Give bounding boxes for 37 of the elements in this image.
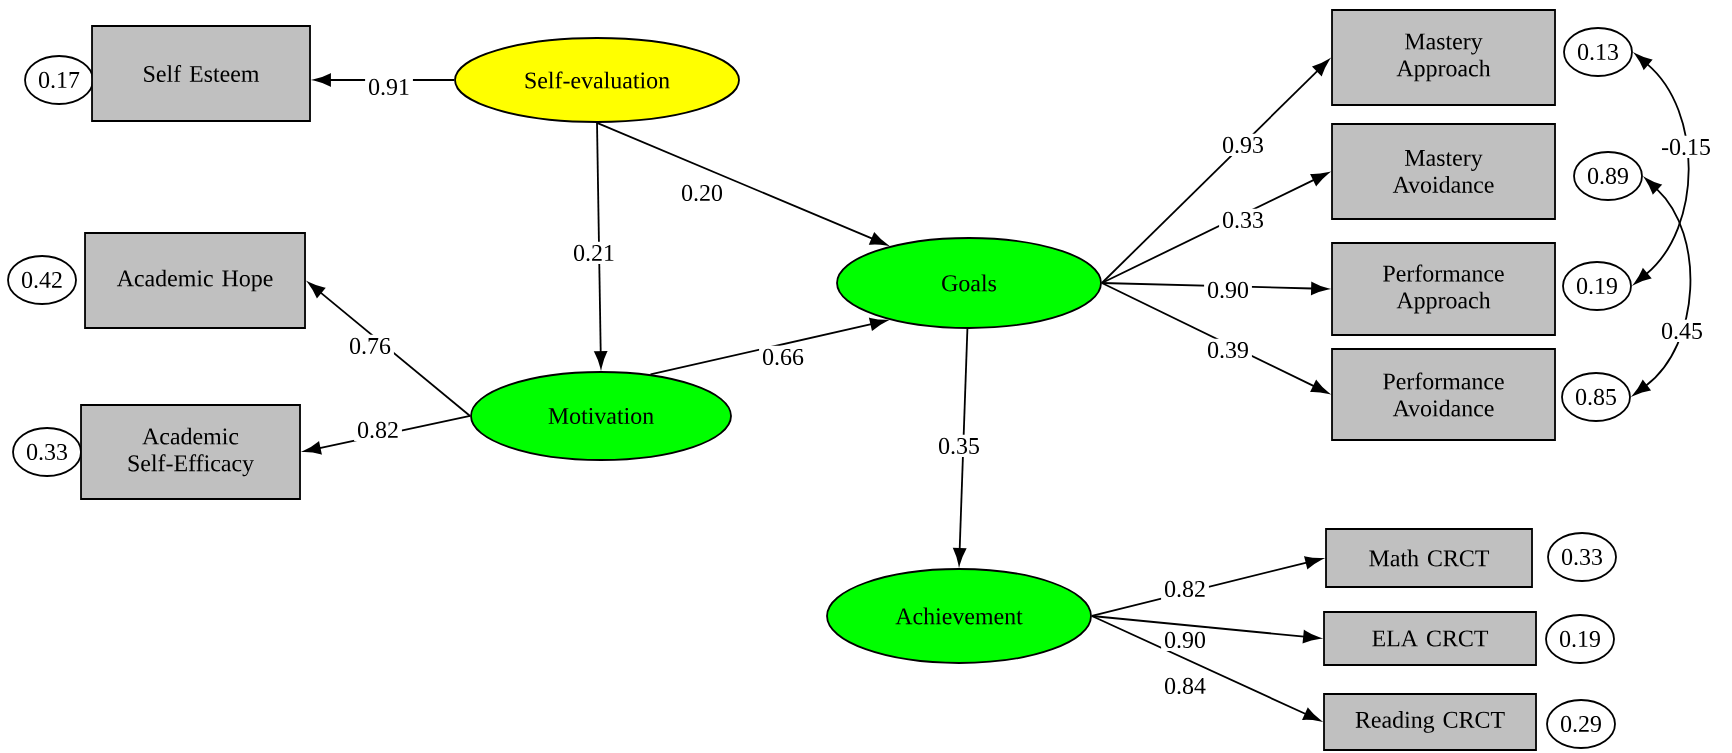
variable-box: Mastery Approach xyxy=(1331,9,1556,106)
edge-label: 0.21 xyxy=(570,241,618,265)
variable-box: Performance Avoidance xyxy=(1331,348,1556,441)
path-arrow xyxy=(594,122,608,369)
path-arrow xyxy=(1091,615,1321,643)
covariance-arrow xyxy=(1633,177,1692,396)
edge-label: 0.66 xyxy=(759,345,807,369)
edge-label: 0.35 xyxy=(935,434,983,458)
path-arrow xyxy=(596,122,888,246)
path-arrow xyxy=(308,282,471,417)
variable-box: Performance Approach xyxy=(1331,242,1556,336)
variable-box: Reading CRCT xyxy=(1323,693,1537,751)
edge-label: 0.39 xyxy=(1204,338,1252,362)
edge-label: 0.91 xyxy=(365,75,413,99)
edge-label: 0.20 xyxy=(678,181,726,205)
variable-box: Academic Self-Efficacy xyxy=(80,404,301,500)
edge-label: 0.93 xyxy=(1219,133,1267,157)
variable-box: ELA CRCT xyxy=(1323,611,1537,666)
edge-label: 0.84 xyxy=(1161,674,1209,698)
path-arrow xyxy=(649,317,887,376)
variable-box: Mastery Avoidance xyxy=(1331,123,1556,220)
path-arrow xyxy=(1101,172,1329,284)
path-arrow xyxy=(953,328,969,566)
edge-label: 0.90 xyxy=(1204,278,1252,302)
edge-label: 0.45 xyxy=(1658,319,1706,343)
path-arrow xyxy=(1101,59,1330,284)
edge-label: 0.33 xyxy=(1219,208,1267,232)
path-arrow xyxy=(1091,615,1321,722)
edge-label: -0.15 xyxy=(1658,135,1714,159)
edge-label: 0.90 xyxy=(1161,628,1209,652)
variable-box: Academic Hope xyxy=(84,232,306,329)
edge-label: 0.82 xyxy=(354,418,402,442)
covariance-arrow xyxy=(1634,53,1690,285)
variable-box: Self Esteem xyxy=(91,25,311,122)
edge-label: 0.82 xyxy=(1161,577,1209,601)
variable-box: Math CRCT xyxy=(1325,528,1533,588)
edge-label: 0.76 xyxy=(346,334,394,358)
